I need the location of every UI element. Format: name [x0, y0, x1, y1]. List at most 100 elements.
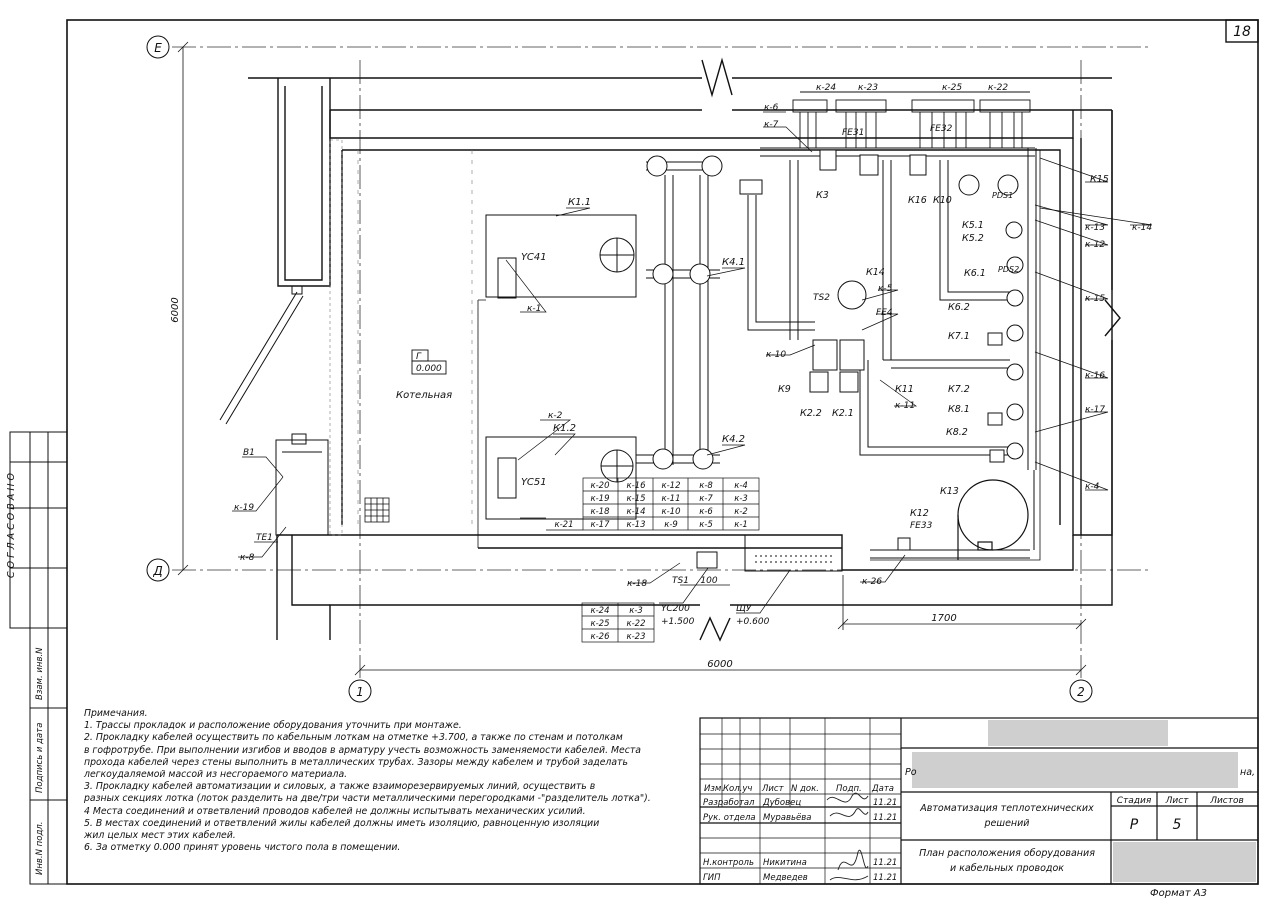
svg-text:к-1: к-1 — [734, 520, 748, 530]
notes-block: Примечания. 1. Трассы прокладок и распол… — [84, 708, 684, 854]
label-fe4: FE4 — [876, 308, 893, 318]
svg-text:к-19: к-19 — [590, 494, 609, 504]
svg-text:Медведев: Медведев — [763, 873, 808, 883]
label-k5-2: К5.2 — [962, 233, 984, 244]
note-line: 1. Трассы прокладок и расположение обору… — [84, 720, 462, 732]
label-pds1: PDS1 — [992, 191, 1013, 200]
label-k-7: к-7 — [764, 120, 779, 130]
svg-text:11.21: 11.21 — [873, 798, 897, 808]
cable-table-a — [546, 477, 760, 531]
label-k9: К9 — [778, 384, 791, 395]
signature-marks — [826, 792, 869, 881]
side-stamp-signature-date: Подпись и дата — [35, 723, 45, 793]
tb-sheets-label: Листов — [1209, 796, 1244, 806]
tank-k13 — [957, 479, 1029, 560]
label-k-4: к-4 — [1085, 482, 1100, 492]
tb-header-ndok: N док. — [791, 784, 819, 794]
label-k5-1: К5.1 — [962, 220, 984, 231]
building-walls — [248, 57, 1121, 642]
label-yc51: YC51 — [521, 477, 547, 488]
svg-text:к-14: к-14 — [626, 507, 645, 517]
label-k11: К11 — [895, 384, 914, 395]
label-k7-1: К7.1 — [948, 331, 970, 342]
label-k3: К3 — [816, 190, 829, 201]
label-k8-1: К8.1 — [948, 404, 970, 415]
b1-unit — [275, 433, 329, 536]
dim-6000-vertical: 6000 — [170, 297, 181, 322]
label-k-25: к-25 — [942, 83, 962, 93]
note-line: 4 Места соединений и ответвлений проводо… — [84, 805, 586, 817]
svg-text:к-18: к-18 — [590, 507, 610, 517]
cable-table-b-cells: к-24 к-3 к-25 к-22 к-26 к-23 — [590, 606, 645, 642]
label-k4-2: К4.2 — [722, 434, 745, 445]
svg-text:11.21: 11.21 — [873, 858, 897, 868]
room-name: Котельная — [396, 390, 452, 401]
label-k-5: к-5 — [878, 284, 893, 294]
note-line: легкоудаляемой массой из несгораемого ма… — [84, 769, 348, 781]
svg-text:к-17: к-17 — [590, 520, 610, 530]
title-block-text: Изм. Кол.уч Лист N док. Подп. Дата Разра… — [703, 767, 1255, 883]
label-k-19: к-19 — [234, 503, 254, 513]
level-mark: Г — [416, 352, 422, 362]
label-k-23: к-23 — [858, 83, 878, 93]
label-k-14: к-14 — [1132, 223, 1152, 233]
valves — [646, 149, 1024, 551]
svg-text:11.21: 11.21 — [873, 873, 897, 883]
title-block-grid — [699, 717, 1259, 885]
tb-header-data: Дата — [871, 784, 894, 794]
note-line: прохода кабелей через стены выполнить в … — [84, 756, 628, 768]
axis-e-label: Е — [154, 41, 162, 55]
notes-title: Примечания. — [84, 708, 148, 719]
axis-bubbles — [146, 35, 1093, 703]
leader-lines — [232, 111, 1153, 614]
door-swing — [219, 285, 304, 425]
label-shu: ЩУ — [736, 604, 752, 614]
redaction-box — [912, 752, 1238, 788]
shu-cabinet — [744, 534, 843, 572]
axis-2-label: 2 — [1077, 685, 1085, 699]
tb-stage-value: Р — [1130, 817, 1139, 833]
note-line: в гофротрубе. При выполнении изгибов и в… — [84, 744, 641, 756]
note-line: жил целых мест этих кабелей. — [84, 830, 236, 842]
note-line: 3. Прокладку кабелей автоматизации и сил… — [84, 781, 596, 793]
label-k-10: к-10 — [766, 350, 786, 360]
svg-text:к-13: к-13 — [626, 520, 645, 530]
svg-text:к-5: к-5 — [699, 520, 713, 530]
label-yc200-level: +1.500 — [661, 617, 695, 627]
note-line: разных секциях лотка (лоток разделить на… — [84, 793, 651, 805]
side-stamp-inv-original: Инв.N подл. — [35, 822, 45, 875]
svg-text:к-6: к-6 — [699, 507, 713, 517]
label-k14: К14 — [866, 267, 885, 278]
label-k12: К12 — [910, 508, 929, 519]
label-k-24: к-24 — [816, 83, 836, 93]
label-yc200: YC200 — [661, 604, 690, 614]
label-b1: В1 — [243, 448, 255, 458]
label-k1-2: К1.2 — [553, 423, 576, 434]
cable-drops-top — [792, 91, 1031, 148]
cable-table-a-cells: к-20 к-16 к-12 к-8 к-4 к-19 к-15 к-11 к-… — [554, 481, 747, 530]
axis-1-label: 1 — [356, 685, 364, 699]
side-stamp-agreed: С О Г Л А С О В А Н О — [6, 472, 17, 578]
svg-text:Дубовец: Дубовец — [762, 798, 801, 808]
svg-text:к-22: к-22 — [626, 619, 645, 629]
label-ts1: TS1 — [672, 576, 689, 586]
svg-text:к-21: к-21 — [554, 520, 573, 530]
vent-grille — [364, 497, 390, 523]
tb-header-izm: Изм. — [704, 784, 724, 794]
cable-table-b — [581, 602, 655, 643]
axis-d-label: Д — [152, 564, 162, 578]
label-k-16: к-16 — [1085, 371, 1105, 381]
svg-text:к-10: к-10 — [661, 507, 680, 517]
tb-stage-label: Стадия — [1117, 796, 1152, 806]
svg-text:Разработал: Разработал — [703, 798, 755, 808]
tb-project-suffix: на, — [1240, 767, 1255, 778]
redaction-box — [988, 720, 1168, 746]
piping — [636, 147, 1037, 559]
tb-sheet-title-2: и кабельных проводок — [950, 863, 1064, 874]
label-k-6: к-6 — [764, 103, 779, 113]
tb-header-kol: Кол.уч — [723, 784, 752, 794]
label-ts2: TS2 — [813, 293, 830, 303]
label-k-12: к-12 — [1085, 240, 1105, 250]
svg-text:к-7: к-7 — [699, 494, 713, 504]
